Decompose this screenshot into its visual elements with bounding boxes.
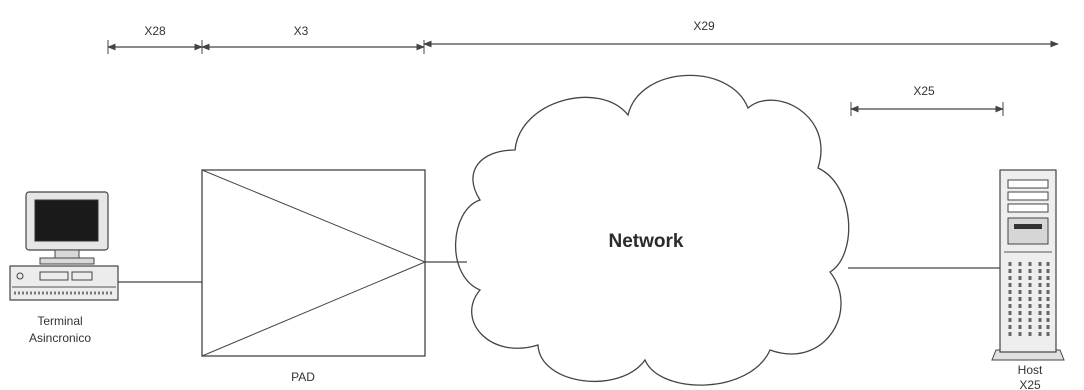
x25-label: X25 xyxy=(913,84,935,98)
x28-label: X28 xyxy=(144,24,166,38)
host-label-line1: Host xyxy=(1018,363,1043,377)
pad-box xyxy=(201,169,426,357)
terminal-icon: Terminal Asincronico xyxy=(9,191,119,345)
x29-label: X29 xyxy=(693,19,715,33)
pad-diagonal-bottom xyxy=(201,261,426,357)
x3-label: X3 xyxy=(294,24,309,38)
monitor-base xyxy=(39,257,95,265)
terminal-label-line1: Terminal xyxy=(37,314,82,328)
monitor-screen xyxy=(34,199,99,242)
pad-label: PAD xyxy=(291,370,315,384)
drive-bay-1 xyxy=(39,271,69,281)
network-label: Network xyxy=(609,231,684,252)
pad-device: PAD xyxy=(201,169,426,384)
terminal-label-line2: Asincronico xyxy=(29,331,91,345)
server-drive-3 xyxy=(1007,203,1049,213)
host-label-line2: X25 xyxy=(1019,378,1041,390)
pad-diagonal-top xyxy=(201,169,426,263)
server-drive-1 xyxy=(1007,179,1049,189)
host-server-icon: Host X25 xyxy=(991,169,1065,390)
network-cloud: Network xyxy=(454,74,850,386)
power-button xyxy=(16,272,24,280)
protocol-spans: X28 X3 X29 X25 xyxy=(107,19,1059,116)
server-slot xyxy=(1014,224,1042,229)
server-drive-2 xyxy=(1007,191,1049,201)
cloud-shape xyxy=(454,74,850,386)
server-panel xyxy=(1007,217,1049,245)
drive-bay-2 xyxy=(71,271,93,281)
system-unit xyxy=(9,265,119,301)
monitor-neck xyxy=(54,249,80,259)
